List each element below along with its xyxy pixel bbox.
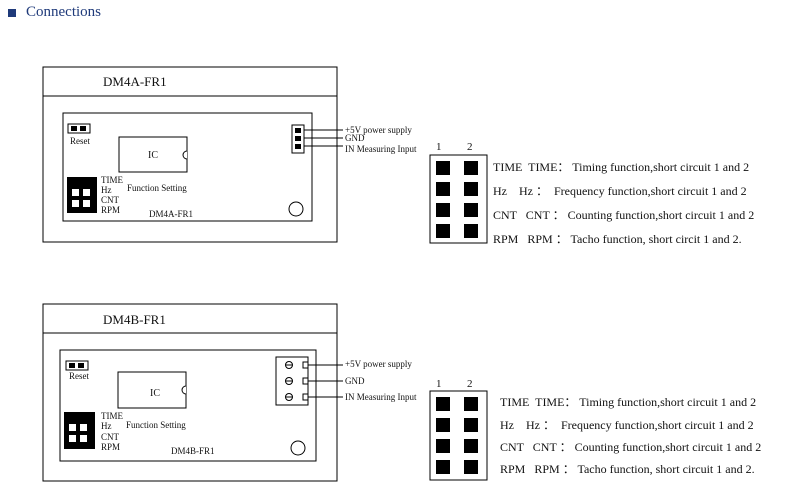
jumper-pin-icon: [464, 439, 478, 453]
jumper-pin-icon: [464, 203, 478, 217]
mode-label-time: TIME: [101, 411, 123, 421]
jumper-block-outline: [429, 390, 488, 481]
jumper-pin-icon: [72, 200, 79, 207]
header-connector-icon: [291, 124, 305, 154]
jumper-pin-icon: [436, 397, 450, 411]
mode-label-hz: Hz: [101, 185, 112, 195]
mode-label-hz: Hz: [101, 421, 112, 431]
reset-pin-icon: [78, 363, 84, 368]
screw-terminal-icon: [285, 393, 293, 401]
jumper-pin-icon: [80, 424, 87, 431]
board-label: DM4A-FR1: [149, 209, 193, 219]
screw-terminal-icon: [285, 361, 293, 369]
jumper-pin-icon: [83, 189, 90, 196]
terminal-contact-icon: [302, 361, 309, 369]
terminal-contact-icon: [302, 377, 309, 385]
terminal-label-power: +5V power supply: [345, 359, 412, 369]
mode-description: TIME TIME： Timing function,short circuit…: [500, 395, 756, 409]
jumper-pin-icon: [464, 182, 478, 196]
reset-button-icon: [65, 360, 89, 371]
section-heading: Connections: [8, 4, 101, 21]
pin-number-2: 2: [467, 141, 473, 153]
terminal-label-power: +5V power supply: [345, 125, 412, 135]
mode-label-rpm: RPM: [101, 442, 120, 452]
jumper-pin-icon: [464, 224, 478, 238]
terminal-label-gnd: GND: [345, 376, 365, 386]
mode-description: Hz Hz ： Frequency function,short circuit…: [500, 418, 754, 432]
jumper-pin-icon: [436, 224, 450, 238]
reset-button-icon: [67, 123, 91, 134]
mode-description: Hz Hz ： Frequency function,short circuit…: [493, 184, 747, 198]
reset-pin-icon: [71, 126, 77, 131]
mode-description: CNT CNT ： Counting function,short circui…: [493, 208, 754, 222]
jumper-pin-icon: [436, 439, 450, 453]
ic-notch-icon: [182, 150, 188, 160]
function-setting-label: Function Setting: [126, 420, 186, 430]
jumper-pin-icon: [464, 418, 478, 432]
jumper-pin-icon: [436, 182, 450, 196]
reset-pin-icon: [80, 126, 86, 131]
ic-notch-icon: [181, 385, 187, 395]
screw-terminal-icon: [285, 377, 293, 385]
function-jumper-icon: [64, 412, 95, 449]
header-pin-icon: [295, 136, 301, 141]
mode-description: RPM RPM ： Tacho function, short circit 1…: [493, 232, 742, 246]
mounting-hole-icon: [288, 201, 304, 217]
jumper-pin-icon: [464, 161, 478, 175]
function-jumper-icon: [67, 177, 97, 213]
ic-label: IC: [148, 150, 158, 161]
module-title: DM4A-FR1: [103, 74, 167, 89]
mode-label-cnt: CNT: [101, 432, 120, 442]
module-outline: [42, 66, 338, 243]
mode-description: CNT CNT ： Counting function,short circui…: [500, 440, 761, 454]
board-label: DM4B-FR1: [171, 446, 215, 456]
mode-label-time: TIME: [101, 175, 123, 185]
pcb-board: [62, 112, 313, 222]
mode-description: RPM RPM ： Tacho function, short circuit …: [500, 462, 755, 476]
pin-number-1: 1: [436, 378, 442, 390]
jumper-pin-icon: [83, 200, 90, 207]
terminal-label-gnd: GND: [345, 133, 365, 143]
pin-number-2: 2: [467, 378, 473, 390]
pcb-board: [59, 349, 317, 462]
jumper-pin-icon: [464, 460, 478, 474]
jumper-pin-icon: [72, 189, 79, 196]
mode-description: TIME TIME： Timing function,short circuit…: [493, 160, 749, 174]
jumper-block-outline: [429, 154, 488, 244]
jumper-pin-icon: [436, 418, 450, 432]
mode-label-cnt: CNT: [101, 195, 120, 205]
jumper-pin-icon: [69, 435, 76, 442]
jumper-pin-icon: [69, 424, 76, 431]
mode-label-rpm: RPM: [101, 205, 120, 215]
reset-pin-icon: [69, 363, 75, 368]
header-pin-icon: [295, 128, 301, 133]
ic-label: IC: [150, 388, 160, 399]
function-setting-label: Function Setting: [127, 183, 187, 193]
module-outline: [42, 303, 338, 482]
terminal-contact-icon: [302, 393, 309, 401]
reset-label: Reset: [69, 371, 89, 381]
jumper-pin-icon: [436, 203, 450, 217]
jumper-pin-icon: [464, 397, 478, 411]
section-title: Connections: [26, 4, 101, 20]
diagram-dm4b: DM4B-FR1 Reset IC TIME Hz CNT RPM Functi…: [42, 303, 761, 482]
mounting-hole-icon: [290, 440, 306, 456]
jumper-pin-icon: [436, 460, 450, 474]
diagram-dm4a: DM4A-FR1 Reset IC TIME Hz CNT RPM Functi…: [42, 66, 754, 246]
header-pin-icon: [295, 144, 301, 149]
reset-label: Reset: [70, 136, 90, 146]
module-title: DM4B-FR1: [103, 312, 166, 327]
pin-number-1: 1: [436, 141, 442, 153]
square-bullet-icon: [8, 8, 16, 17]
jumper-pin-icon: [80, 435, 87, 442]
jumper-pin-icon: [436, 161, 450, 175]
terminal-label-input: IN Measuring Input: [345, 144, 417, 154]
terminal-label-input: IN Measuring Input: [345, 392, 417, 402]
